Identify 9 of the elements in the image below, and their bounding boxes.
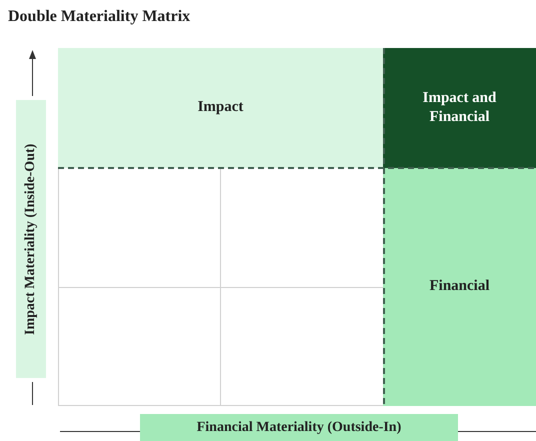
quadrant-label: Financial — [429, 277, 490, 296]
quadrant — [383, 168, 536, 406]
axis-label: Impact Materiality (Inside-Out) — [16, 100, 46, 378]
quadrant-label: Impact — [198, 98, 244, 118]
quadrant — [58, 48, 383, 168]
quadrant-label: Impact and Financial — [422, 88, 498, 127]
axis-label: Financial Materiality (Outside-In) — [140, 414, 458, 441]
quadrant — [383, 48, 536, 168]
title: Double Materiality Matrix — [8, 8, 190, 26]
